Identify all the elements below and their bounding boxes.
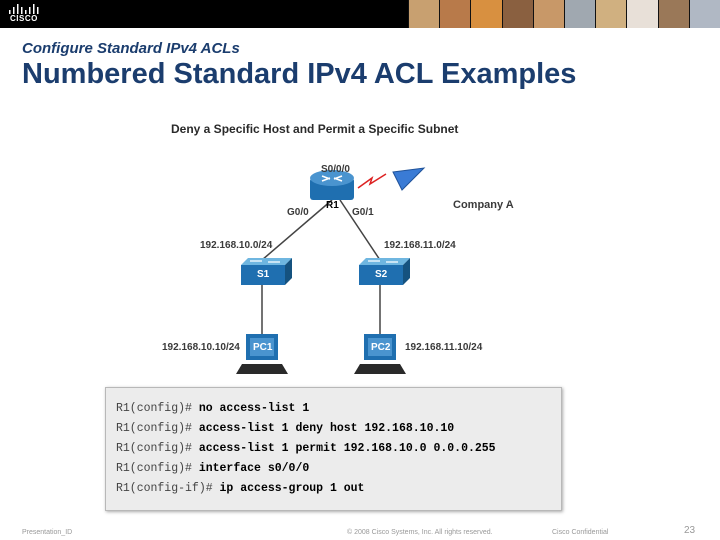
router-icon: [310, 170, 354, 200]
banner-photo: [564, 0, 596, 28]
banner-photo: [626, 0, 658, 28]
serial-link: [357, 173, 387, 189]
pc-label-pc2: PC2: [371, 342, 391, 353]
footer-copyright: © 2008 Cisco Systems, Inc. All rights re…: [347, 529, 493, 536]
network-diagram: Deny a Specific Host and Permit a Specif…: [140, 112, 580, 392]
banner-photo: [470, 0, 502, 28]
router-label: R1: [326, 200, 339, 211]
cisco-bars-icon: [9, 4, 39, 14]
network-label-left: 192.168.10.0/24: [200, 240, 273, 251]
slide-title: Numbered Standard IPv4 ACL Examples: [22, 58, 577, 90]
banner-photo: [657, 0, 689, 28]
cli-prompt: R1(config-if)#: [116, 482, 213, 495]
cli-command: access-list 1 deny host 192.168.10.10: [198, 422, 455, 435]
switch-icon-s2: [359, 258, 410, 285]
topology-svg: [236, 167, 426, 374]
banner-photo: [501, 0, 533, 28]
serial-interface-label: S0/0/0: [321, 164, 350, 175]
page-number: 23: [684, 525, 696, 536]
banner-photo: [595, 0, 627, 28]
brand-text: CISCO: [10, 14, 38, 23]
pc-label-pc1: PC1: [253, 342, 273, 353]
banner-photo: [408, 0, 440, 28]
banner-photo: [439, 0, 471, 28]
cli-line: R1(config-if)# ip access-group 1 out: [116, 482, 364, 495]
cli-command: ip access-group 1 out: [219, 482, 365, 495]
company-label: Company A: [453, 199, 514, 211]
cli-line: R1(config)# access-list 1 deny host 192.…: [116, 422, 454, 435]
cli-prompt: R1(config)#: [116, 402, 192, 415]
pc-icon-pc2: [354, 334, 406, 374]
g01-interface-label: G0/1: [352, 207, 374, 218]
link-r1-s2: [339, 199, 381, 261]
switch-label-s1: S1: [257, 269, 270, 280]
cli-prompt: R1(config)#: [116, 422, 192, 435]
banner-photo: [688, 0, 720, 28]
banner-photo: [532, 0, 565, 28]
cli-command: interface s0/0/0: [198, 462, 310, 475]
cli-config-box: R1(config)# no access-list 1 R1(config)#…: [105, 387, 562, 511]
cli-prompt: R1(config)#: [116, 442, 192, 455]
diagram-title: Deny a Specific Host and Permit a Specif…: [171, 122, 459, 136]
g00-interface-label: G0/0: [287, 207, 309, 218]
footer-confidential: Cisco Confidential: [552, 529, 609, 536]
pc-icon-pc1: [236, 334, 288, 374]
pc1-ip-label: 192.168.10.10/24: [162, 342, 240, 353]
switch-icon-s1: [241, 258, 292, 285]
top-banner: CISCO: [0, 0, 720, 28]
banner-photos: [408, 0, 720, 28]
cli-line: R1(config)# no access-list 1: [116, 402, 309, 415]
cli-prompt: R1(config)#: [116, 462, 192, 475]
pc2-ip-label: 192.168.11.10/24: [405, 342, 483, 353]
cli-line: R1(config)# interface s0/0/0: [116, 462, 309, 475]
switch-label-s2: S2: [375, 269, 388, 280]
cloud-icon: [392, 167, 426, 191]
cli-line: R1(config)# access-list 1 permit 192.168…: [116, 442, 496, 455]
cisco-logo: CISCO: [8, 4, 44, 24]
link-r1-s1: [261, 199, 333, 261]
cli-command: access-list 1 permit 192.168.10.0 0.0.0.…: [198, 442, 496, 455]
network-label-right: 192.168.11.0/24: [384, 240, 456, 251]
footer-presentation-id: Presentation_ID: [22, 529, 73, 536]
slide-subtitle: Configure Standard IPv4 ACLs: [22, 40, 240, 57]
cli-command: no access-list 1: [198, 402, 310, 415]
